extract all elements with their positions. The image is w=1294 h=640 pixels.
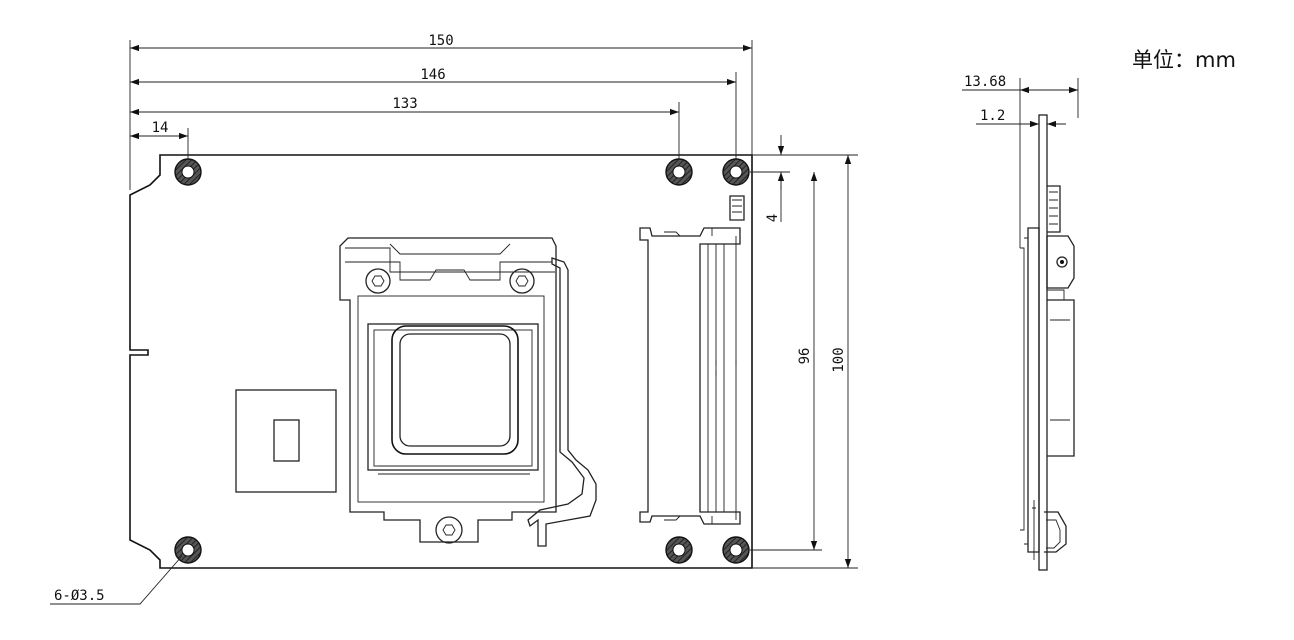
dim-hole-vertical-span: 96: [750, 154, 858, 569]
mounting-hole: [722, 536, 750, 564]
dim-hole-outer-span: 146: [130, 67, 737, 160]
mounting-hole: [174, 158, 202, 186]
dim-label-hole-spec: 6-Ø3.5: [54, 588, 105, 604]
unit-label: 单位：mm: [1132, 48, 1236, 72]
dim-label-150: 150: [428, 33, 453, 49]
dim-overall-width: 150: [129, 33, 753, 190]
memory-slot: [639, 195, 745, 525]
dim-overall-height: 100: [831, 155, 852, 568]
dim-pcb-thickness: 1.2: [976, 108, 1066, 128]
dim-hole-spec: 6-Ø3.5: [50, 555, 183, 605]
mounting-hole: [665, 536, 693, 564]
dim-hole-inner-span: 133: [130, 96, 680, 160]
dim-total-thickness: 13.68: [962, 74, 1079, 248]
board-outline: [129, 154, 753, 569]
dim-label-13-68: 13.68: [964, 74, 1006, 90]
dim-label-4: 4: [765, 214, 781, 222]
dim-label-133: 133: [392, 96, 417, 112]
dim-top-offset: 4: [750, 135, 790, 222]
mounting-hole: [665, 158, 693, 186]
dim-label-100: 100: [831, 347, 847, 372]
mounting-holes: [174, 158, 750, 564]
dim-label-146: 146: [420, 67, 445, 83]
mounting-hole: [174, 536, 202, 564]
chipset: [235, 389, 337, 493]
dim-edge-offset: 14: [130, 120, 189, 160]
dim-label-14: 14: [152, 120, 169, 136]
mounting-hole: [722, 158, 750, 186]
cpu-socket: [339, 237, 597, 547]
dim-label-96: 96: [797, 348, 813, 365]
side-view: [1020, 114, 1075, 571]
dim-label-1-2: 1.2: [980, 108, 1005, 124]
